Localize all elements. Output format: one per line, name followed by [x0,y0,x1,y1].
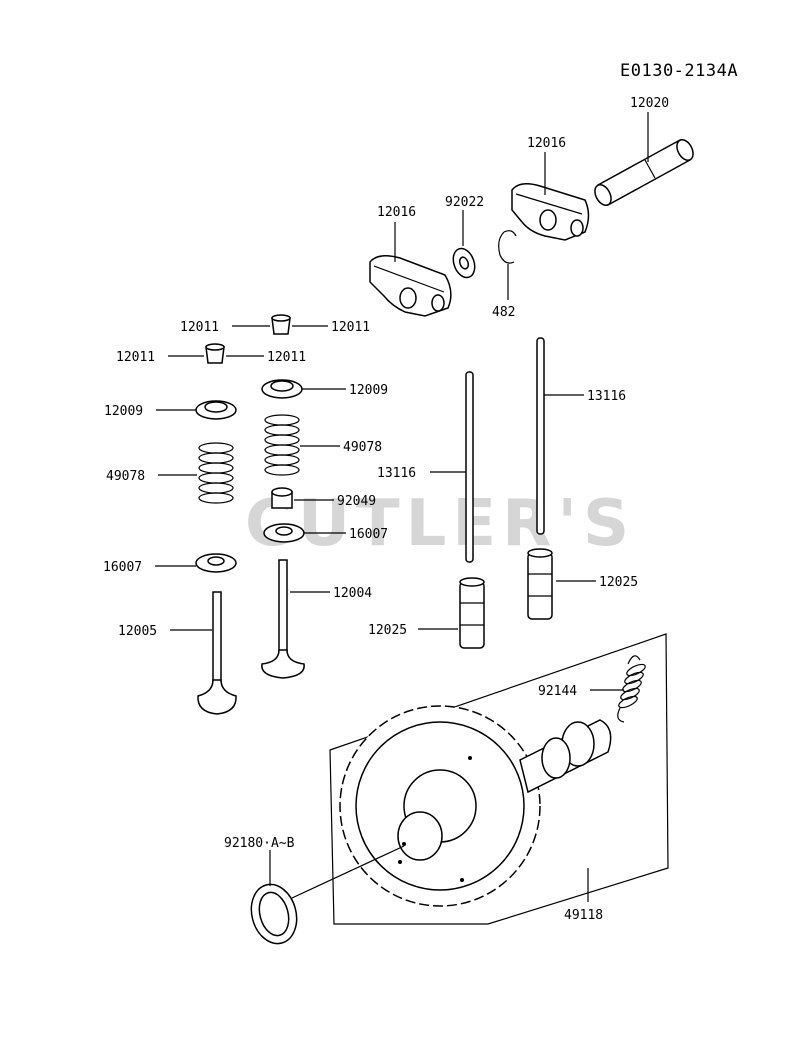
label-49078-right: 49078 [343,440,382,455]
valve-spring-left[interactable] [198,442,234,504]
spring-92144[interactable] [617,655,647,723]
tappet-right[interactable] [527,548,553,620]
retainer-right[interactable] [261,379,303,399]
label-92180: 92180·A~B [224,836,295,851]
watermark: CUTLER'S [245,487,635,561]
label-12011-a: 12011 [180,320,219,335]
label-12011-d: 12011 [267,350,306,365]
tappet-left[interactable] [459,577,485,649]
label-49118: 49118 [564,908,603,923]
rocker-arm-right[interactable] [511,183,590,241]
spring-seat-left[interactable] [195,553,237,573]
label-49078-left: 49078 [106,469,145,484]
collet-lower[interactable] [205,343,225,364]
diagram-code: E0130-2134A [620,61,738,81]
camshaft-assembly-outline [329,633,669,925]
label-12016-right: 12016 [527,136,566,151]
label-12009-left: 12009 [104,404,143,419]
camshaft-gear[interactable] [339,705,612,907]
rocker-shaft[interactable] [592,137,697,208]
spring-seat-right[interactable] [263,523,305,543]
valve-12005[interactable] [197,591,237,715]
push-rod-left[interactable] [465,371,474,563]
label-92049: 92049 [337,494,376,509]
label-16007-right: 16007 [349,527,388,542]
label-12011-c: 12011 [116,350,155,365]
rocker-arm-left[interactable] [369,255,452,317]
label-12025-right: 12025 [599,575,638,590]
label-13116-left: 13116 [377,466,416,481]
label-92022: 92022 [445,195,484,210]
label-12020: 12020 [630,96,669,111]
shim-92180[interactable] [245,879,303,948]
stem-seal-92049[interactable] [271,487,293,509]
push-rod-right[interactable] [536,337,545,535]
label-12016-left: 12016 [377,205,416,220]
label-92144: 92144 [538,684,577,699]
valve-spring-right[interactable] [264,414,300,476]
retainer-left[interactable] [195,400,237,420]
valve-12004[interactable] [261,559,305,679]
label-12009-right: 12009 [349,383,388,398]
collet-upper[interactable] [271,314,291,335]
label-12011-b: 12011 [331,320,370,335]
label-482: 482 [492,305,515,320]
label-12005: 12005 [118,624,157,639]
circlip-482[interactable] [498,230,517,264]
washer-92022[interactable] [449,245,478,280]
label-12004: 12004 [333,586,372,601]
label-13116-right: 13116 [587,389,626,404]
label-12025-left: 12025 [368,623,407,638]
label-16007-left: 16007 [103,560,142,575]
